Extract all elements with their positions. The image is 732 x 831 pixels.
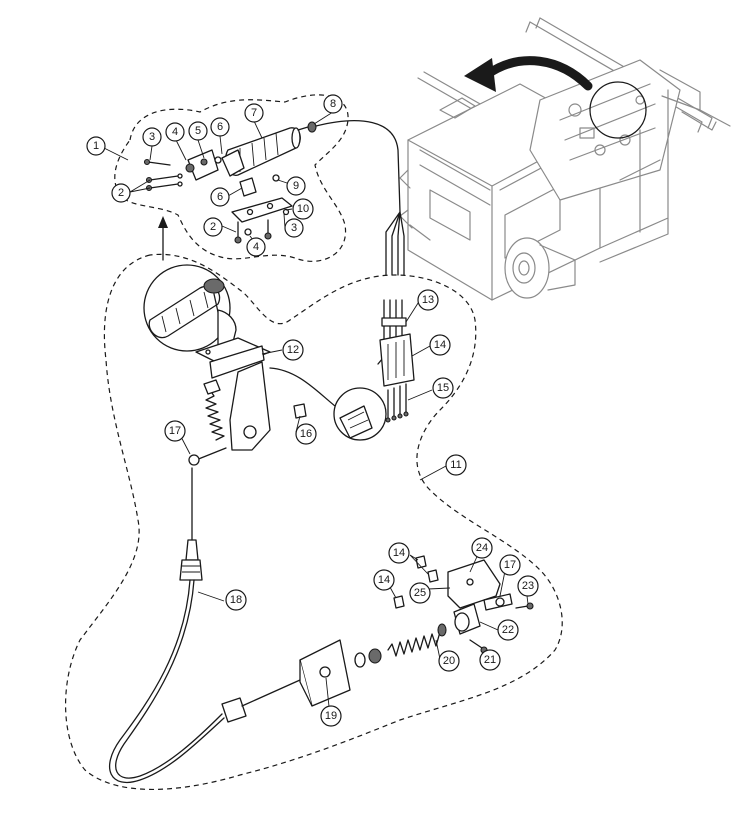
- svg-text:15: 15: [437, 382, 449, 394]
- svg-text:4: 4: [253, 241, 259, 253]
- svg-text:22: 22: [502, 624, 514, 636]
- svg-text:2: 2: [210, 221, 216, 233]
- callout-number-1: 1: [86, 136, 106, 156]
- svg-text:16: 16: [300, 428, 312, 440]
- callout-number-23: 23: [517, 575, 539, 597]
- svg-text:24: 24: [476, 542, 488, 554]
- svg-text:14: 14: [434, 339, 446, 351]
- svg-text:19: 19: [325, 710, 337, 722]
- svg-text:17: 17: [169, 425, 181, 437]
- callout-number-13: 13: [417, 289, 439, 311]
- svg-text:14: 14: [378, 574, 390, 586]
- callout-number-25: 25: [409, 582, 431, 604]
- svg-text:7: 7: [251, 107, 257, 119]
- svg-text:6: 6: [217, 191, 223, 203]
- throttle-cable: [109, 467, 301, 784]
- callout-number-4: 4: [246, 237, 266, 257]
- svg-text:1: 1: [93, 140, 99, 152]
- callout-number-2: 2: [111, 183, 131, 203]
- control-assembly-group-outline: [65, 253, 563, 790]
- callout-number-5: 5: [188, 121, 208, 141]
- callout-number-9: 9: [286, 176, 306, 196]
- machine-illustration: [399, 17, 731, 301]
- joystick-handle-parts: [143, 120, 405, 276]
- location-highlight-circle: [589, 81, 647, 139]
- svg-text:25: 25: [414, 587, 426, 599]
- throttle-linkage: [299, 555, 534, 707]
- svg-text:12: 12: [287, 344, 299, 356]
- callout-number-3: 3: [284, 218, 304, 238]
- callout-number-19: 19: [320, 705, 342, 727]
- svg-text:14: 14: [393, 547, 405, 559]
- joystick-handle-group-outline: [114, 94, 349, 262]
- callout-number-2: 2: [203, 217, 223, 237]
- callout-number-14: 14: [429, 334, 451, 356]
- svg-text:3: 3: [149, 131, 155, 143]
- svg-text:20: 20: [443, 655, 455, 667]
- connector-zoom-bubble: [333, 299, 415, 441]
- joystick-zoom-bubble: [143, 264, 231, 352]
- callout-number-3: 3: [142, 127, 162, 147]
- group-link-arrow: [158, 216, 168, 261]
- callout-number-10: 10: [292, 198, 314, 220]
- svg-text:11: 11: [450, 459, 461, 471]
- svg-text:17: 17: [504, 559, 516, 571]
- callout-number-24: 24: [471, 537, 493, 559]
- callout-number-14: 14: [373, 569, 395, 591]
- svg-text:4: 4: [172, 126, 178, 138]
- callout-number-14: 14: [388, 542, 410, 564]
- callout-number-17: 17: [499, 554, 521, 576]
- callout-number-15: 15: [432, 377, 454, 399]
- callout-number-8: 8: [323, 94, 343, 114]
- callout-number-18: 18: [225, 589, 247, 611]
- callout-number-17: 17: [164, 420, 186, 442]
- svg-text:18: 18: [230, 594, 242, 606]
- callout-number-12: 12: [282, 339, 304, 361]
- svg-text:9: 9: [293, 180, 299, 192]
- location-arrow: [464, 56, 593, 92]
- svg-text:5: 5: [195, 125, 201, 137]
- callout-number-21: 21: [479, 649, 501, 671]
- svg-text:8: 8: [330, 98, 336, 110]
- svg-text:23: 23: [522, 580, 534, 592]
- svg-text:13: 13: [422, 294, 434, 306]
- callout-number-4: 4: [165, 122, 185, 142]
- callout-number-6: 6: [210, 117, 230, 137]
- callout-number-16: 16: [295, 423, 317, 445]
- svg-text:10: 10: [297, 203, 309, 215]
- callout-number-20: 20: [438, 650, 460, 672]
- callout-number-22: 22: [497, 619, 519, 641]
- callout-number-6: 6: [210, 187, 230, 207]
- svg-text:21: 21: [484, 654, 496, 666]
- svg-text:6: 6: [217, 121, 223, 133]
- svg-text:3: 3: [291, 222, 297, 234]
- callout-number-7: 7: [244, 103, 264, 123]
- callout-number-11: 11: [445, 454, 467, 476]
- svg-text:2: 2: [118, 187, 124, 199]
